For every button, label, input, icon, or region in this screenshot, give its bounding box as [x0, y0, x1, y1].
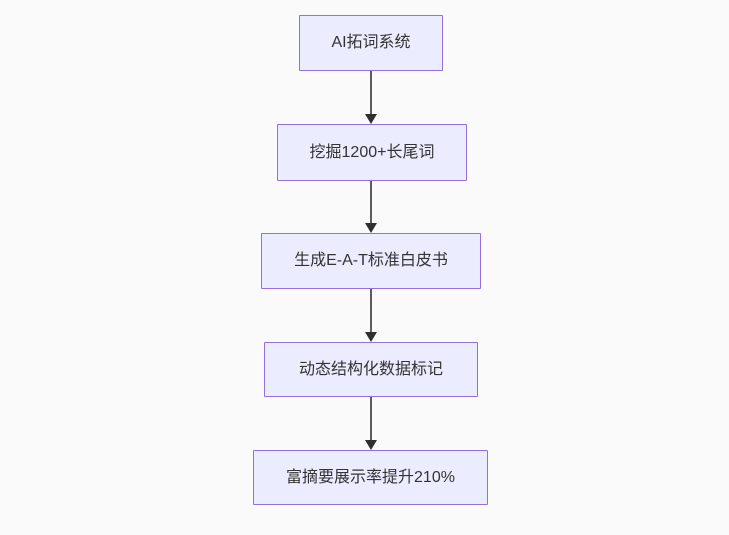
arrow-line [370, 71, 372, 114]
arrow-head-icon [365, 114, 377, 124]
arrow-head-icon [365, 223, 377, 233]
flowchart-node-structured-data: 动态结构化数据标记 [264, 342, 478, 397]
flowchart-node-eat-whitepaper: 生成E-A-T标准白皮书 [261, 233, 481, 289]
flowchart-node-longtail-keywords: 挖掘1200+长尾词 [277, 124, 467, 181]
flowchart-edge [365, 397, 377, 450]
arrow-head-icon [365, 440, 377, 450]
arrow-line [370, 397, 372, 440]
arrow-line [370, 181, 372, 223]
flowchart-edge [365, 71, 377, 124]
node-label: 生成E-A-T标准白皮书 [294, 252, 448, 270]
flowchart-edge [365, 289, 377, 342]
node-label: 挖掘1200+长尾词 [309, 143, 435, 161]
node-label: 富摘要展示率提升210% [286, 468, 455, 486]
flowchart-node-rich-snippet-result: 富摘要展示率提升210% [253, 450, 488, 505]
arrow-line [370, 289, 372, 332]
node-label: AI拓词系统 [331, 34, 411, 52]
node-label: 动态结构化数据标记 [298, 360, 443, 378]
flowchart-edge [365, 181, 377, 233]
arrow-head-icon [365, 332, 377, 342]
flowchart-node-ai-system: AI拓词系统 [299, 15, 443, 71]
